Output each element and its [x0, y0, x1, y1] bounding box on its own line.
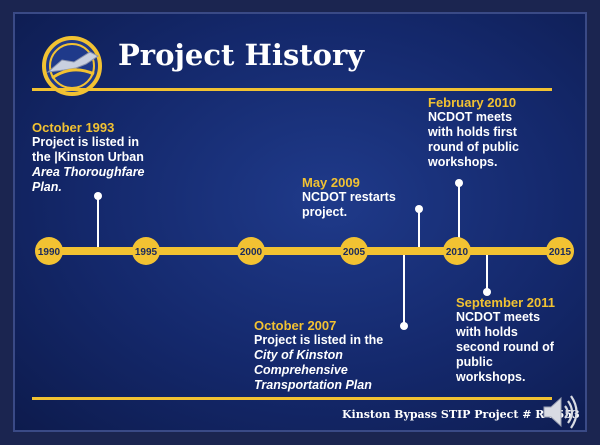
year-node-circle [237, 237, 265, 265]
event-line: Transportation Plan [254, 378, 372, 392]
footer-text: Kinston Bypass STIP Project # R-2553 [342, 408, 580, 421]
speaker-icon[interactable] [540, 392, 580, 432]
event-line: City of Kinston [254, 348, 343, 362]
year-node: 2010 [443, 237, 471, 265]
event-line: round of public [428, 140, 519, 154]
year-label: 2015 [549, 247, 572, 258]
event-line: workshops. [456, 370, 526, 384]
ncdot-logo-icon [42, 36, 102, 96]
year-label: 2010 [446, 247, 469, 258]
year-label: 2005 [343, 247, 366, 258]
event-line: with holds first [428, 125, 517, 139]
event-line: Area Thoroughfare [32, 165, 145, 179]
year-node: 1995 [132, 237, 160, 265]
year-node-circle [340, 237, 368, 265]
year-label: 1995 [135, 247, 158, 258]
slide-frame [13, 12, 587, 432]
event-line: NCDOT meets [456, 310, 541, 324]
event-line: Comprehensive [254, 363, 348, 377]
event-pin [483, 288, 491, 296]
timeline-bar [40, 247, 562, 255]
event-line: NCDOT meets [428, 110, 513, 124]
event-line: Plan. [32, 180, 62, 194]
event-pin [400, 322, 408, 330]
event-line: NCDOT restarts [302, 190, 396, 204]
year-node-circle [132, 237, 160, 265]
year-node: 2015 [546, 237, 574, 265]
year-node-circle [35, 237, 63, 265]
title-rule [32, 88, 552, 91]
event-line: the |Kinston Urban [32, 150, 144, 164]
event-pin [455, 179, 463, 187]
event-line: Project is listed in [32, 135, 139, 149]
year-node-circle [546, 237, 574, 265]
event-date: October 2007 [254, 318, 337, 333]
event-date: October 1993 [32, 120, 115, 135]
event-line: workshops. [428, 155, 498, 169]
event-line: with holds [456, 325, 518, 339]
event-line: project. [302, 205, 348, 219]
year-node: 2000 [237, 237, 265, 265]
page-title: Project History [118, 38, 365, 72]
event-line: Project is listed in the [254, 333, 384, 347]
event-pin [415, 205, 423, 213]
footer-rule [32, 397, 552, 400]
event-date: September 2011 [456, 295, 556, 310]
event-date: February 2010 [428, 95, 517, 110]
year-node: 1990 [35, 237, 63, 265]
event-date: May 2009 [302, 175, 360, 190]
event-pin [94, 192, 102, 200]
year-node-circle [443, 237, 471, 265]
year-label: 2000 [240, 247, 263, 258]
event-line: public [456, 355, 493, 369]
event-line: second round of [456, 340, 554, 354]
year-label: 1990 [38, 247, 61, 258]
year-node: 2005 [340, 237, 368, 265]
